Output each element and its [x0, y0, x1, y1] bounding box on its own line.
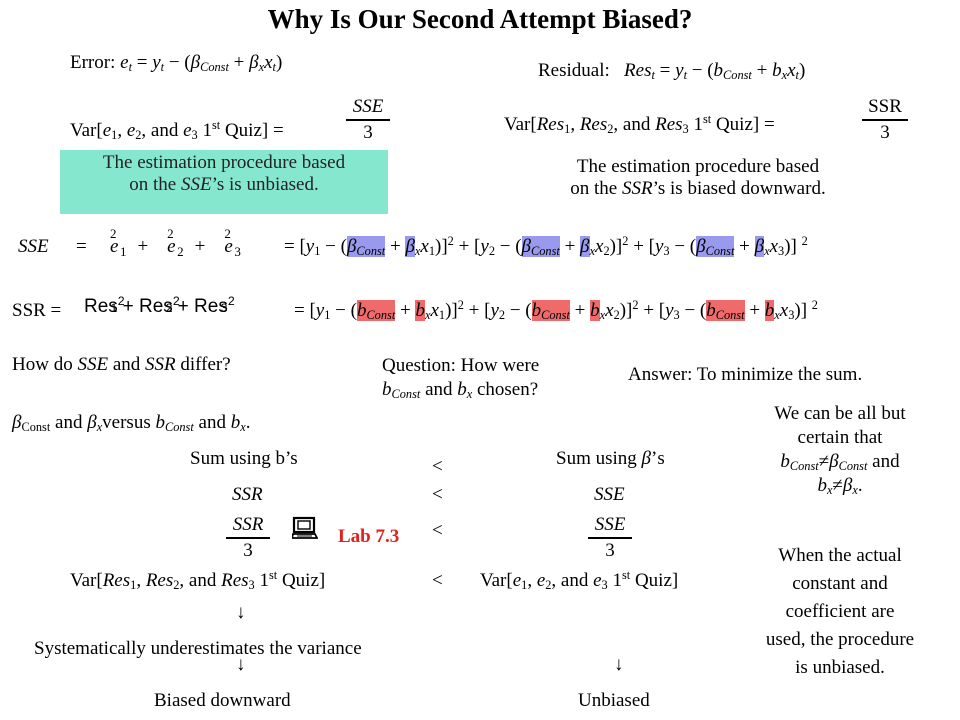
systematic-text: Systematically underestimates the varian… [34, 638, 362, 659]
residual-definition: Residual: Rest = yt − (bConst + bxxt) [538, 60, 806, 83]
biased-text: The estimation procedure based on the SS… [570, 156, 826, 199]
sum-using-beta: Sum using β’s [556, 448, 665, 469]
sse-row-eq: = [76, 236, 87, 257]
lt-3: < [432, 520, 443, 541]
beta-versus-b: βConst and βxversus bConst and bx. [12, 412, 251, 435]
arrow-2: ↓ [236, 654, 246, 675]
computer-icon [290, 516, 319, 540]
ssr-row-label: SSR = [12, 300, 62, 321]
actual-text: When the actual constant and coefficient… [765, 545, 915, 678]
sse-term: SSE [594, 484, 625, 505]
var-e-line: Var[e1, e2, and e3 1st Quiz] [480, 568, 679, 593]
question-how: Question: How were bConst and bx chosen? [382, 355, 540, 402]
ssr-term: SSR [232, 484, 263, 505]
var-res-equation: Var[Res1, Res2, and Res3 1st Quiz] = [504, 112, 775, 137]
unbiased-label: Unbiased [578, 690, 650, 711]
lt-1: < [432, 456, 443, 477]
certain-text: We can be all but certain that bConst≠βC… [774, 403, 906, 498]
error-label: Error: [70, 52, 116, 73]
arrow-1: ↓ [236, 602, 246, 623]
lt-2: < [432, 484, 443, 505]
sse-row-expansion: = [y1 − (βConst + βxx1)]2 + [y2 − (βCons… [284, 234, 808, 259]
var-res-line: Var[Res1, Res2, and Res3 1st Quiz] [70, 568, 326, 593]
unbiased-box [60, 150, 388, 214]
biased-downward: Biased downward [154, 690, 291, 711]
question-differ: How do SSE and SSR differ? [12, 354, 231, 375]
ssr-row-expansion: = [y1 − (bConst + bxx1)]2 + [y2 − (bCons… [294, 298, 818, 323]
arrow-3: ↓ [614, 654, 624, 675]
error-definition: Error: et = yt − (βConst + βxxt) [70, 52, 283, 75]
residual-label: Residual: [538, 60, 610, 81]
lt-4: < [432, 570, 443, 591]
unbiased-box-text: The estimation procedure based on the SS… [102, 152, 346, 195]
var-e-equation: Var[e1, e2, and e3 1st Quiz] = [70, 118, 284, 143]
answer-text: Answer: To minimize the sum. [628, 364, 863, 385]
lab-label: Lab 7.3 [338, 526, 400, 547]
sum-using-b: Sum using b’s [190, 448, 298, 469]
page-title: Why Is Our Second Attempt Biased? [267, 4, 693, 34]
sse-row-label: SSE [18, 236, 49, 257]
ssr-row-sum: Res21 + Res22 + Res23 [84, 294, 235, 317]
